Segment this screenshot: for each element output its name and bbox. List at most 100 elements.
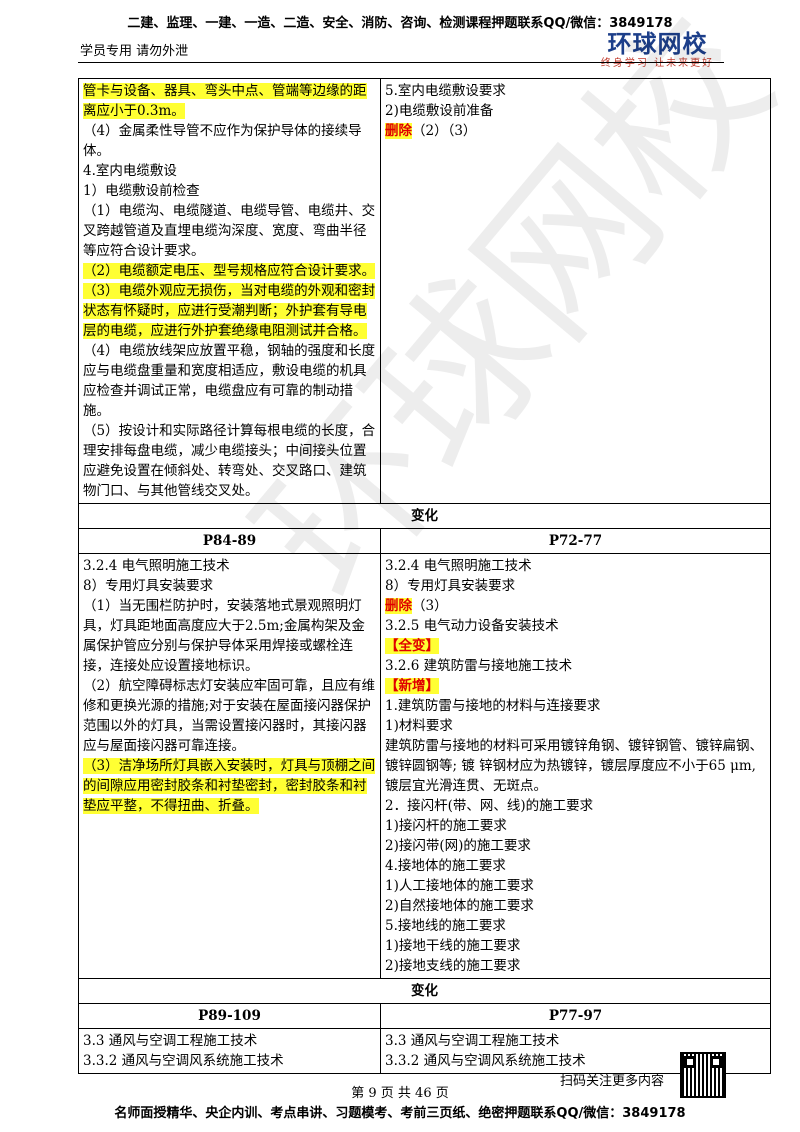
line-text: 1）电缆敷设前检查: [83, 183, 200, 199]
header-student-notice: 学员专用 请勿外泄: [80, 44, 189, 59]
table-row: P89-109 P77-97: [78, 1003, 771, 1029]
content-line: 1)人工接地体的施工要求: [385, 876, 766, 896]
content-line: 3.2.4 电气照明施工技术: [385, 556, 766, 576]
logo-slogan: 终身学习 让未来更好: [600, 58, 715, 69]
top-contact-banner: 二建、监理、一建、一造、二造、安全、消防、咨询、检测课程押题联系QQ/微信：38…: [127, 16, 673, 31]
content-line: 5.接地线的施工要求: [385, 916, 766, 936]
old-page-ref: P89-109: [78, 1003, 381, 1029]
content-line: （4）电缆放线架应放置平稳，钢轴的强度和长度应与电缆盘重量和宽度相适应，敷设电缆…: [83, 341, 376, 421]
line-text: （2）（3）: [412, 123, 477, 139]
change-tag: 【全变】: [385, 638, 439, 654]
new-page-ref: P77-97: [380, 1003, 771, 1029]
content-line: 1)材料要求: [385, 716, 766, 736]
old-content-cell: 3.2.4 电气照明施工技术 8）专用灯具安装要求 （1）当无围栏防护时，安装落地式…: [78, 553, 381, 979]
content-line: 1)接闪杆的施工要求: [385, 816, 766, 836]
line-text: 2)接闪带(网)的施工要求: [385, 838, 531, 854]
section-title: 变化: [78, 978, 771, 1004]
line-text: （4）电缆放线架应放置平稳，钢轴的强度和长度应与电缆盘重量和宽度相适应，敷设电缆…: [83, 343, 376, 419]
bottom-contact-banner: 名师面授精华、央企内训、考点串讲、习题模考、考前三页纸、绝密押题联系QQ/微信：…: [114, 1106, 686, 1121]
line-text: 8）专用灯具安装要求: [385, 578, 516, 594]
line-text: 3.2.5 电气动力设备安装技术: [385, 618, 559, 634]
line-text: （3）洁净场所灯具嵌入安装时，灯具与顶棚之间的间隙应用密封胶条和衬垫密封，密封胶…: [83, 758, 376, 814]
line-text: 1)接闪杆的施工要求: [385, 818, 507, 834]
line-text: 4.接地体的施工要求: [385, 858, 506, 874]
content-line: （2）电缆额定电压、型号规格应符合设计要求。: [83, 261, 376, 281]
content-line: 5.室内电缆敷设要求: [385, 81, 766, 101]
old-content-cell: 管卡与设备、器具、弯头中点、管端等边缘的距离应小于0.3m。 （4）金属柔性导管不…: [78, 78, 381, 504]
table-row: 3.3 通风与空调工程施工技术 3.3.2 通风与空调风系统施工技术 3.3 通风…: [78, 1028, 771, 1074]
change-tag: 【新增】: [385, 678, 439, 694]
content-line: 3.2.4 电气照明施工技术: [83, 556, 376, 576]
content-line: 8）专用灯具安装要求: [385, 576, 766, 596]
old-page-ref: P84-89: [78, 528, 381, 554]
line-text: （3）: [412, 598, 448, 614]
content-line: （3）电缆外观应无损伤，当对电缆的外观和密封状态有怀疑时，应进行受潮判断；外护套…: [83, 281, 376, 341]
comparison-table: 管卡与设备、器具、弯头中点、管端等边缘的距离应小于0.3m。 （4）金属柔性导管不…: [78, 78, 771, 1074]
table-row: P84-89 P72-77: [78, 528, 771, 554]
content-line: 1)接地干线的施工要求: [385, 936, 766, 956]
content-line: 3.2.6 建筑防雷与接地施工技术: [385, 656, 766, 676]
qr-code-icon: [680, 1052, 726, 1098]
line-text: （2）电缆额定电压、型号规格应符合设计要求。: [83, 263, 376, 279]
content-line: 3.3 通风与空调工程施工技术: [83, 1031, 376, 1051]
line-text: 1.建筑防雷与接地的材料与连接要求: [385, 698, 601, 714]
line-text: （3）电缆外观应无损伤，当对电缆的外观和密封状态有怀疑时，应进行受潮判断；外护套…: [83, 283, 376, 339]
content-line: 删除（3）: [385, 596, 766, 616]
line-text: 3.3.2 通风与空调风系统施工技术: [83, 1053, 284, 1069]
content-line: 3.3.2 通风与空调风系统施工技术: [83, 1051, 376, 1071]
logo-name: 环球网校: [607, 30, 708, 58]
line-text: 5.室内电缆敷设要求: [385, 83, 506, 99]
content-line: 4.室内电缆敷设: [83, 161, 376, 181]
line-text: 2)接地支线的施工要求: [385, 958, 521, 974]
page-number: 第 9 页 共 46 页: [351, 1086, 449, 1101]
content-line: （1）当无围栏防护时，安装落地式景观照明灯具，灯具距地面高度应大于2.5m;金属…: [83, 596, 376, 676]
content-line: 3.3 通风与空调工程施工技术: [385, 1031, 766, 1051]
line-text: 2)电缆敷设前准备: [385, 103, 494, 119]
section-title: 变化: [78, 503, 771, 529]
line-text: 2．接闪杆(带、网、线)的施工要求: [385, 798, 594, 814]
new-content-cell: 5.室内电缆敷设要求 2)电缆敷设前准备删除（2）（3）: [380, 78, 771, 504]
table-row: 变化: [78, 503, 771, 529]
content-line: 管卡与设备、器具、弯头中点、管端等边缘的距离应小于0.3m。: [83, 81, 376, 121]
content-line: 3.3.2 通风与空调风系统施工技术: [385, 1051, 766, 1071]
content-line: 删除（2）（3）: [385, 121, 766, 141]
logo: 环球网校 终身学习 让未来更好: [590, 30, 725, 70]
table-row: 3.2.4 电气照明施工技术 8）专用灯具安装要求 （1）当无围栏防护时，安装落地式…: [78, 553, 771, 979]
line-text: （2）航空障碍标志灯安装应牢固可靠，且应有维修和更换光源的措施;对于安装在屋面接…: [83, 678, 376, 754]
content-line: 8）专用灯具安装要求: [83, 576, 376, 596]
old-content-cell: 3.3 通风与空调工程施工技术 3.3.2 通风与空调风系统施工技术: [78, 1028, 381, 1074]
line-text: 3.3 通风与空调工程施工技术: [385, 1033, 560, 1049]
content-line: 3.2.5 电气动力设备安装技术: [385, 616, 766, 636]
content-line: 2)电缆敷设前准备: [385, 101, 766, 121]
content-line: （2）航空障碍标志灯安装应牢固可靠，且应有维修和更换光源的措施;对于安装在屋面接…: [83, 676, 376, 756]
line-text: 5.接地线的施工要求: [385, 918, 506, 934]
content-line: （4）金属柔性导管不应作为保护导体的接续导体。: [83, 121, 376, 161]
line-text: 1)材料要求: [385, 718, 453, 734]
qr-caption: 扫码关注更多内容: [560, 1074, 665, 1089]
content-line: 2．接闪杆(带、网、线)的施工要求: [385, 796, 766, 816]
content-line: 2)接地支线的施工要求: [385, 956, 766, 976]
content-line: 1）电缆敷设前检查: [83, 181, 376, 201]
line-text: （1）当无围栏防护时，安装落地式景观照明灯具，灯具距地面高度应大于2.5m;金属…: [83, 598, 365, 674]
content-line: 【全变】: [385, 636, 766, 656]
line-text: 3.3.2 通风与空调风系统施工技术: [385, 1053, 586, 1069]
line-text: （5）按设计和实际路径计算每根电缆的长度，合理安排每盘电缆，减少电缆接头；中间接…: [83, 423, 376, 499]
table-row: 变化: [78, 978, 771, 1004]
change-tag: 删除: [385, 598, 412, 614]
content-line: （5）按设计和实际路径计算每根电缆的长度，合理安排每盘电缆，减少电缆接头；中间接…: [83, 421, 376, 501]
new-page-ref: P72-77: [380, 528, 771, 554]
line-text: 4.室内电缆敷设: [83, 163, 177, 179]
line-text: 1)人工接地体的施工要求: [385, 878, 534, 894]
line-text: 8）专用灯具安装要求: [83, 578, 214, 594]
content-line: （1）电缆沟、电缆隧道、电缆导管、电缆井、交叉跨越管道及直埋电缆沟深度、宽度、弯…: [83, 201, 376, 261]
line-text: （4）金属柔性导管不应作为保护导体的接续导体。: [83, 123, 362, 159]
line-text: 管卡与设备、器具、弯头中点、管端等边缘的距离应小于0.3m。: [83, 83, 367, 119]
line-text: 建筑防雷与接地的材料可采用镀锌角钢、镀锌钢管、镀锌扁钢、镀锌圆钢等; 镀 锌钢材…: [385, 738, 763, 794]
line-text: 3.2.6 建筑防雷与接地施工技术: [385, 658, 573, 674]
table-row: 管卡与设备、器具、弯头中点、管端等边缘的距离应小于0.3m。 （4）金属柔性导管不…: [78, 78, 771, 504]
content-line: 1.建筑防雷与接地的材料与连接要求: [385, 696, 766, 716]
line-text: 1)接地干线的施工要求: [385, 938, 521, 954]
line-text: 3.3 通风与空调工程施工技术: [83, 1033, 258, 1049]
header-divider: [78, 62, 724, 63]
